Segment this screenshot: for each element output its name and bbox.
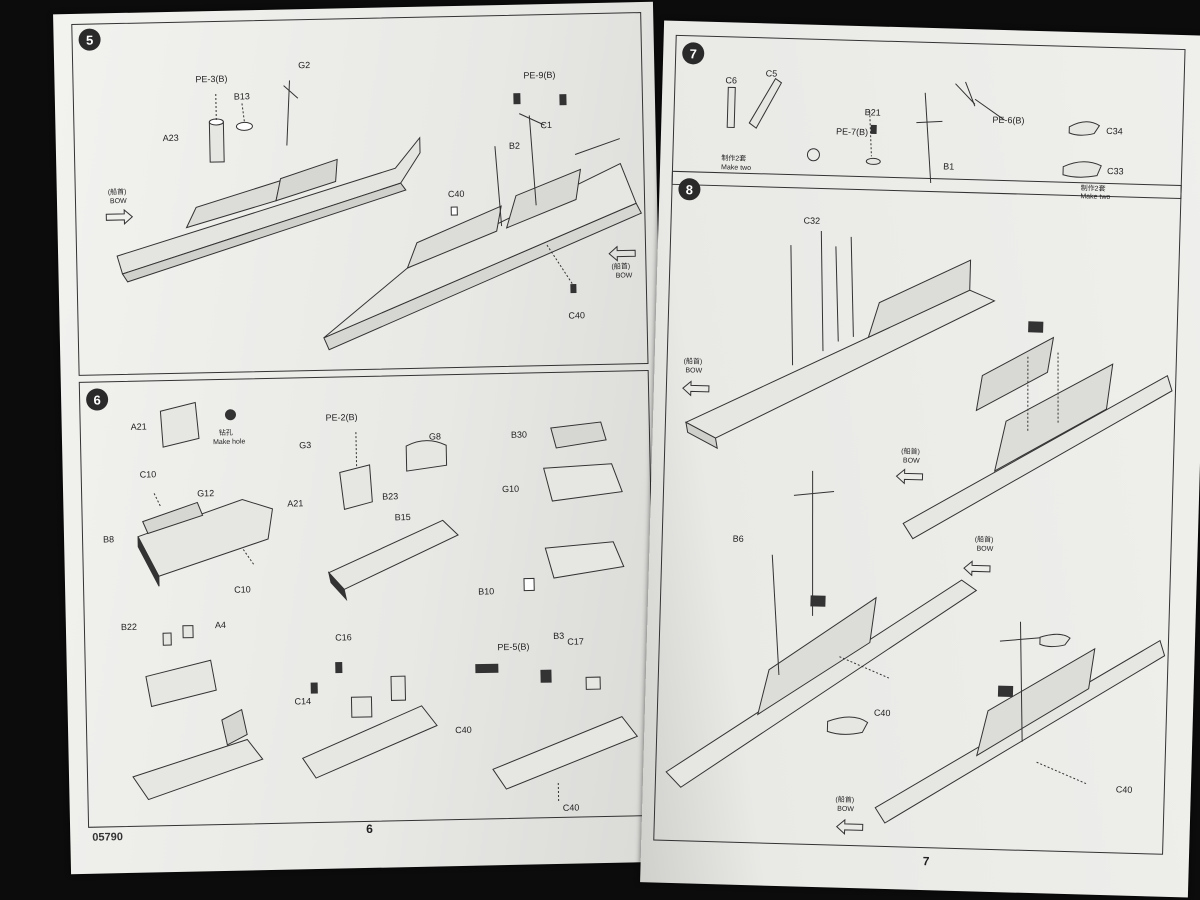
label-c40-b: C40 bbox=[562, 802, 580, 813]
bow-arrow-icon bbox=[835, 818, 864, 835]
label-c10-bottom: C10 bbox=[234, 584, 251, 595]
label-c40-bottom: C40 bbox=[568, 310, 586, 321]
bow-arrow-icon bbox=[895, 468, 924, 485]
label-pe2b: PE-2(B) bbox=[325, 412, 358, 423]
label-b13: B13 bbox=[233, 91, 250, 102]
label-c17: C17 bbox=[567, 636, 584, 647]
label-c34: C34 bbox=[1106, 125, 1123, 137]
step-6-panel: 6 bbox=[78, 369, 658, 828]
bow-arrow-icon bbox=[105, 208, 134, 226]
bow-label-right-en: BOW bbox=[976, 545, 994, 553]
bow-arrow-icon bbox=[963, 560, 991, 577]
step-5-panel: 5 bbox=[71, 12, 649, 376]
bow-label-right-cn: (船首) bbox=[611, 263, 631, 271]
bow-arrow-icon bbox=[608, 245, 636, 262]
label-make-hole-en: Make hole bbox=[212, 438, 246, 447]
label-c40-a: C40 bbox=[873, 707, 891, 719]
label-b21: B21 bbox=[864, 107, 881, 118]
step-8-ship-drawing bbox=[665, 230, 1173, 824]
product-code: 05790 bbox=[92, 831, 124, 844]
step-7-panel: 7 C6 C5 制作2套 Make two B21 PE-7(B) bbox=[671, 34, 1186, 201]
label-b30: B30 bbox=[510, 429, 528, 440]
label-c10-top: C10 bbox=[139, 469, 157, 480]
label-c1: C1 bbox=[540, 119, 553, 131]
label-pe9b: PE-9(B) bbox=[523, 69, 556, 81]
label-b22: B22 bbox=[120, 621, 138, 633]
step-7-parts-drawing bbox=[726, 77, 1102, 184]
label-pe3b: PE-3(B) bbox=[195, 73, 228, 85]
label-a21-mid: A21 bbox=[287, 498, 304, 509]
label-c32: C32 bbox=[803, 215, 821, 226]
bow-label-left-en: BOW bbox=[109, 197, 127, 206]
step-5-ship-drawing bbox=[116, 80, 643, 351]
label-make-hole-cn: 钻孔 bbox=[218, 429, 233, 437]
label-a21-top: A21 bbox=[130, 421, 147, 432]
label-g2: G2 bbox=[298, 60, 311, 71]
label-b8: B8 bbox=[102, 534, 115, 545]
label-a23: A23 bbox=[162, 132, 179, 144]
bow-label-bottom-cn: (船首) bbox=[835, 796, 855, 805]
bow-label-top-en: BOW bbox=[685, 367, 703, 375]
label-g3: G3 bbox=[299, 440, 312, 451]
label-b10: B10 bbox=[478, 586, 495, 597]
label-b15: B15 bbox=[394, 511, 411, 523]
bow-label-right-en: BOW bbox=[615, 272, 633, 280]
step-8-panel: 8 bbox=[653, 170, 1182, 855]
label-b2: B2 bbox=[508, 140, 521, 151]
label-g12: G12 bbox=[197, 488, 215, 499]
bow-label-right-cn: (船首) bbox=[974, 536, 994, 544]
page-number-right: 7 bbox=[922, 854, 930, 869]
label-b6: B6 bbox=[732, 533, 744, 544]
bow-arrow-icon bbox=[682, 380, 710, 397]
bow-label-left-cn: (船首) bbox=[107, 188, 127, 197]
label-c5: C5 bbox=[765, 68, 778, 79]
label-c40-a: C40 bbox=[455, 724, 472, 736]
instruction-page-left: 5 bbox=[53, 1, 671, 875]
label-b1: B1 bbox=[943, 161, 955, 172]
label-c14: C14 bbox=[294, 696, 312, 707]
label-c6: C6 bbox=[725, 75, 738, 86]
label-pe6b: PE-6(B) bbox=[992, 114, 1025, 126]
label-g8: G8 bbox=[428, 431, 442, 442]
bow-label-mid-en: BOW bbox=[902, 457, 920, 465]
label-b3: B3 bbox=[553, 630, 565, 642]
step-6-parts-drawing bbox=[132, 401, 639, 803]
label-pe5b: PE-5(B) bbox=[497, 641, 530, 653]
label-c16: C16 bbox=[335, 632, 352, 643]
label-pe7b: PE-7(B) bbox=[835, 126, 869, 138]
label-b23: B23 bbox=[382, 491, 399, 502]
bow-label-mid-cn: (船首) bbox=[901, 448, 920, 456]
label-g10: G10 bbox=[501, 483, 520, 495]
bow-label-top-cn: (船首) bbox=[683, 358, 703, 366]
label-c40-top: C40 bbox=[447, 188, 465, 200]
page-number-left: 6 bbox=[366, 821, 374, 836]
bow-label-bottom-en: BOW bbox=[837, 805, 855, 814]
instruction-page-right: 7 C6 C5 制作2套 Make two B21 PE-7(B) bbox=[640, 20, 1200, 898]
label-c33: C33 bbox=[1106, 165, 1124, 177]
label-make-two-cn-1: 制作2套 bbox=[721, 155, 747, 163]
label-c40-b: C40 bbox=[1115, 784, 1133, 795]
label-a4: A4 bbox=[214, 619, 227, 631]
